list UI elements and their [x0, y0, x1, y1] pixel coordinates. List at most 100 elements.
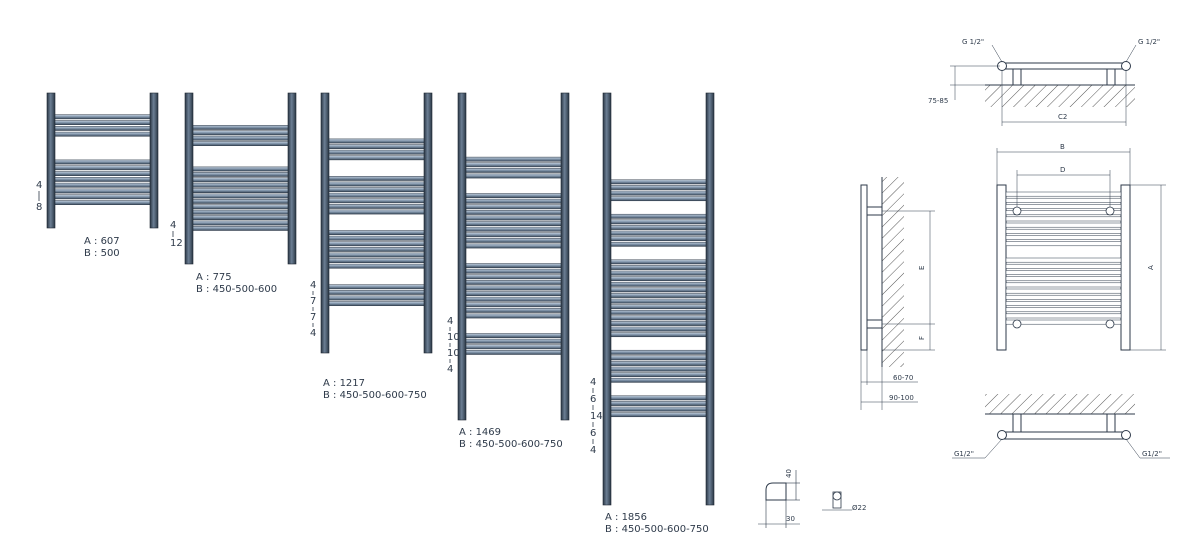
heating-tube [190, 130, 291, 136]
profile-round-tube: Ø22 [822, 491, 866, 512]
heating-tube [463, 156, 564, 162]
front-tube [1005, 191, 1122, 197]
heating-tube [190, 188, 291, 193]
heating-tube [608, 225, 709, 230]
heating-tube [326, 181, 427, 187]
leader-line [1125, 44, 1137, 63]
dimension-d-label: D [1060, 166, 1065, 174]
heating-tube [463, 204, 564, 210]
tube-group-count: 10 [447, 332, 460, 343]
connection-left-icon [997, 430, 1007, 440]
leader-line [1125, 438, 1141, 459]
heating-tube [608, 196, 709, 202]
wall-bracket-bottom [866, 319, 883, 329]
heating-tube [52, 194, 153, 200]
tube-group-count: 8 [36, 202, 42, 213]
dimension-b-label: B : 450-500-600-750 [605, 524, 709, 535]
dimension-a-label: A : 1469 [459, 427, 501, 438]
front-tubes [1005, 191, 1122, 325]
leader-line [991, 44, 1003, 63]
heating-tube [190, 215, 291, 220]
heating-tube [463, 173, 564, 179]
right-rail [705, 92, 715, 506]
heating-tube [463, 226, 564, 232]
front-tube [1005, 294, 1122, 300]
tube-group-count: 4 [36, 180, 42, 191]
front-view: B D A [996, 143, 1166, 351]
heating-tube [463, 238, 564, 243]
heating-tube [608, 366, 709, 372]
heating-tube [326, 290, 427, 295]
tube-group-count: 14 [590, 411, 603, 422]
heating-tube [463, 232, 564, 238]
dimension-b-label: B [1060, 143, 1065, 151]
tube-group-count: 7 [310, 312, 316, 323]
heating-tube [190, 220, 291, 226]
side-view: E F 60-70 90-100 [860, 177, 935, 410]
heating-tube [463, 263, 564, 268]
tube-group-count: 10 [447, 348, 460, 359]
left-rail [184, 92, 194, 265]
heating-tube [608, 236, 709, 242]
heating-tube [608, 190, 709, 196]
round-tube-section [832, 491, 842, 501]
wall-distance-1-label: 60-70 [893, 374, 913, 382]
right-rail [287, 92, 297, 265]
heating-tube [52, 159, 153, 165]
connection-left-label: G 1/2" [962, 38, 984, 46]
radiator-top-rail [1001, 62, 1127, 70]
front-tube [1005, 307, 1122, 313]
bracket-hole-icon [1105, 206, 1115, 216]
heating-tube [463, 291, 564, 296]
front-tube [1005, 210, 1122, 216]
heating-tube [608, 304, 709, 310]
heating-tube [608, 179, 709, 185]
heating-tube [463, 302, 564, 308]
heating-tube [190, 141, 291, 146]
front-tube [1005, 282, 1122, 288]
heating-tube [608, 332, 709, 338]
heating-tube [463, 221, 564, 226]
dimension-a-label: A : 775 [196, 272, 232, 283]
heating-tube [326, 241, 427, 247]
heating-tube [463, 285, 564, 291]
heating-tube [608, 355, 709, 361]
dimension-a-label: A : 1217 [323, 378, 365, 389]
heating-tube [463, 344, 564, 350]
heating-tube [52, 171, 153, 176]
heating-tube [190, 204, 291, 210]
heating-tube [326, 187, 427, 192]
heating-tube [52, 200, 153, 205]
heating-tube [608, 361, 709, 366]
heating-tube [608, 377, 709, 383]
heating-tube [463, 162, 564, 168]
flat-tube-section [765, 482, 787, 501]
tube-group-count: 4 [310, 328, 316, 339]
heating-tube [463, 210, 564, 215]
heating-tube [326, 149, 427, 155]
heating-tube [52, 165, 153, 171]
tube-group-count: 12 [170, 238, 183, 249]
heating-tube [463, 243, 564, 249]
heating-tube [190, 166, 291, 172]
front-tube [1005, 222, 1122, 228]
heating-tube [52, 188, 153, 194]
front-rail-right [1120, 184, 1131, 351]
dimension-a-label: A : 1856 [605, 512, 647, 523]
bottom-view: G1/2" G1/2" [952, 394, 1170, 459]
heating-tube [190, 226, 291, 231]
heating-tube [190, 177, 291, 183]
tube-group-count: 4 [310, 280, 316, 291]
heating-tube [463, 268, 564, 274]
dimension-f-label: F [918, 336, 926, 340]
heating-tube [608, 372, 709, 378]
heating-tube [463, 296, 564, 302]
heating-tube [463, 168, 564, 173]
left-rail [320, 92, 330, 354]
heating-tube [608, 293, 709, 298]
heating-tube [608, 265, 709, 270]
